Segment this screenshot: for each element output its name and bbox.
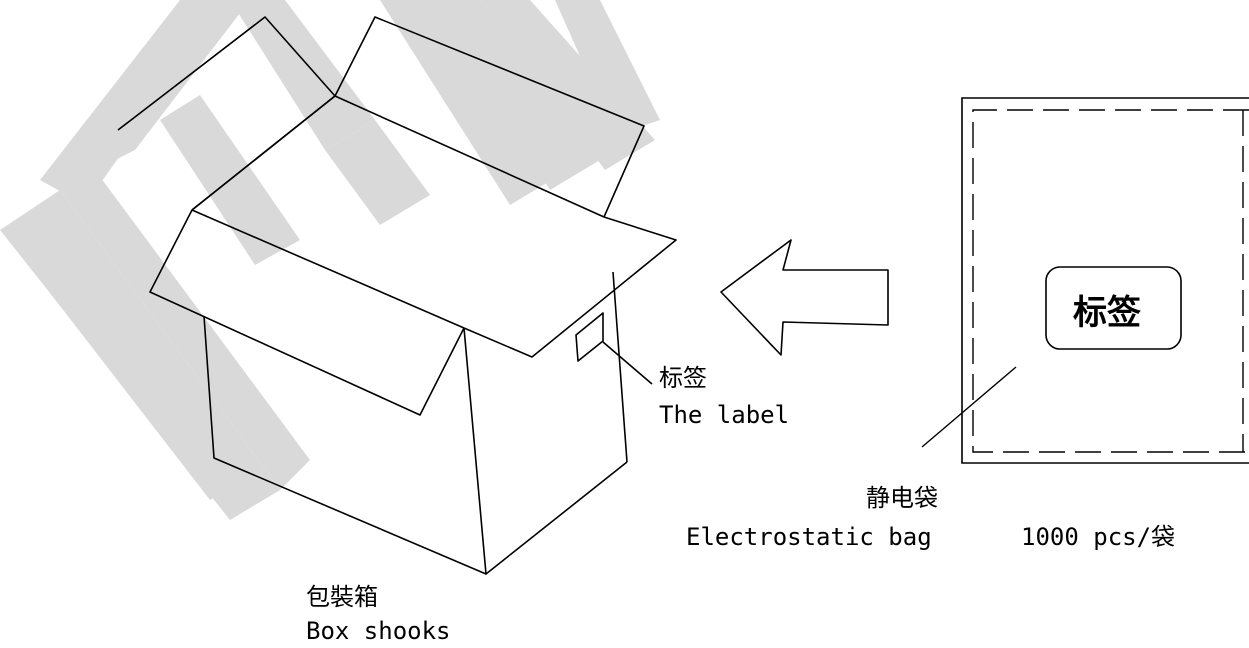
- bag-label-zh: 静电袋: [866, 484, 938, 512]
- box-label-zh-main: 包裝箱: [306, 583, 378, 611]
- watermark-new: [0, 0, 660, 520]
- electrostatic-bag: [921, 97, 1249, 464]
- box-label-en-main: Box shooks: [306, 617, 451, 645]
- box-outline: [117, 16, 677, 575]
- arrow-left: [720, 239, 889, 356]
- bag-quantity: 1000 pcs/袋: [1021, 523, 1176, 551]
- box-label-zh: 标签: [659, 364, 707, 392]
- box-label-en: The label: [659, 401, 790, 429]
- bag-tag-text: 标签: [1073, 293, 1141, 333]
- bag-label-en: Electrostatic bag: [686, 523, 932, 551]
